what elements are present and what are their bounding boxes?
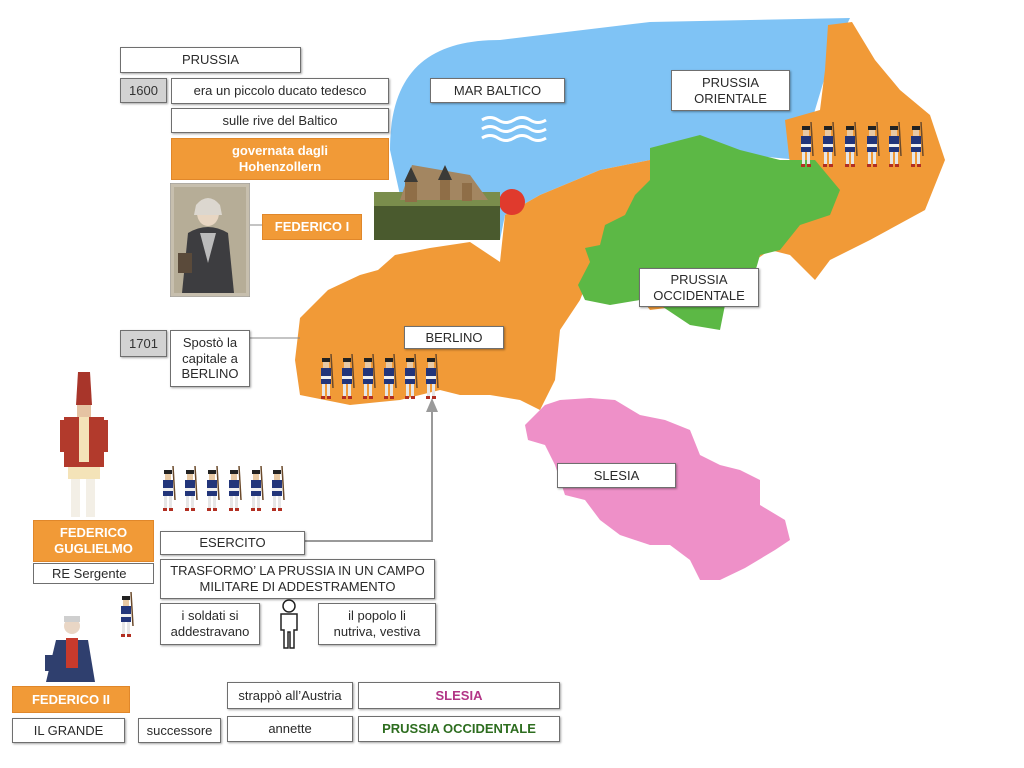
popolo-text: il popolo li nutriva, vestiva	[333, 608, 421, 639]
successore-box: successore	[138, 718, 221, 743]
soldier-row-image	[320, 353, 439, 400]
federico-ii-label: FEDERICO II	[31, 691, 110, 707]
governata-box: governata dagli Hohenzollern	[171, 138, 389, 180]
strappo-box: strappò all’Austria	[227, 682, 353, 709]
soldati-box: i soldati si addestravano	[160, 603, 260, 645]
arrow-icon	[305, 410, 433, 542]
slesia-label: SLESIA	[593, 467, 640, 483]
slesia-value-box: SLESIA	[358, 682, 560, 709]
soldier-row-image	[800, 121, 924, 168]
prussia-occidentale-label: PRUSSIA OCCIDENTALE	[653, 271, 745, 303]
federico-ii-image	[45, 616, 95, 682]
rive-baltico-text: sulle rive del Baltico	[222, 112, 338, 128]
waves-icon	[481, 116, 547, 142]
re-sergente-box: RE Sergente	[33, 563, 154, 584]
prussia-region	[295, 22, 945, 410]
successore-label: successore	[146, 722, 213, 738]
esercito-label: ESERCITO	[199, 535, 266, 551]
berlino-label: BERLINO	[425, 329, 483, 345]
sposto-box: Spostò la capitale a BERLINO	[170, 330, 250, 387]
federico-i-box: FEDERICO I	[262, 214, 362, 240]
grenadier-image	[60, 372, 108, 517]
berlino-label-box: BERLINO	[404, 326, 504, 349]
annette-box: annette	[227, 716, 353, 742]
popolo-box: il popolo li nutriva, vestiva	[318, 603, 436, 645]
person-icon	[280, 599, 298, 649]
mar-baltico-label: MAR BALTICO	[453, 82, 542, 98]
annette-text: annette	[268, 721, 312, 737]
prussia-orientale-label-box: PRUSSIA ORIENTALE	[671, 70, 790, 111]
year-1600: 1600	[129, 82, 158, 98]
slesia-label-box: SLESIA	[557, 463, 676, 488]
esercito-box: ESERCITO	[160, 531, 305, 555]
portrait-image	[170, 183, 250, 297]
prussia-occidentale-value-box: PRUSSIA OCCIDENTALE	[358, 716, 560, 742]
federico-ii-box: FEDERICO II	[12, 686, 130, 713]
silesia-region	[525, 398, 790, 580]
federico-i-label: FEDERICO I	[274, 219, 350, 235]
year-1600-box: 1600	[120, 78, 167, 103]
re-sergente-label: RE Sergente	[52, 565, 127, 581]
prussia-orientale-label: PRUSSIA ORIENTALE	[694, 74, 767, 106]
soldati-text: i soldati si addestravano	[170, 608, 250, 639]
prussia-title-box: PRUSSIA	[120, 47, 301, 73]
federico-guglielmo-label: FEDERICO GUGLIELMO	[54, 525, 133, 556]
trasformo-text: TRASFORMO’ LA PRUSSIA IN UN CAMPO MILITA…	[170, 563, 425, 594]
hohenzollern-marker	[499, 189, 525, 215]
year-1701: 1701	[129, 335, 158, 351]
sposto-text: Spostò la capitale a BERLINO	[181, 335, 239, 382]
soldier-image	[120, 591, 134, 638]
prussia-occidentale-label-box: PRUSSIA OCCIDENTALE	[639, 268, 759, 307]
prussia-title: PRUSSIA	[181, 52, 240, 68]
prussia-occidentale-value: PRUSSIA OCCIDENTALE	[382, 721, 536, 737]
trasformo-box: TRASFORMO’ LA PRUSSIA IN UN CAMPO MILITA…	[160, 559, 435, 599]
federico-guglielmo-box: FEDERICO GUGLIELMO	[33, 520, 154, 562]
mar-baltico-label-box: MAR BALTICO	[430, 78, 565, 103]
slesia-value: SLESIA	[435, 687, 483, 703]
strappo-text: strappò all’Austria	[238, 687, 342, 703]
il-grande-box: IL GRANDE	[12, 718, 125, 743]
soldier-row-image	[162, 465, 285, 512]
castle-image	[374, 165, 500, 240]
ducato-text: era un piccolo ducato tedesco	[193, 83, 367, 99]
governata-text: governata dagli Hohenzollern	[231, 143, 329, 174]
year-1701-box: 1701	[120, 330, 167, 357]
rive-baltico-box: sulle rive del Baltico	[171, 108, 389, 133]
ducato-box: era un piccolo ducato tedesco	[171, 78, 389, 104]
il-grande-label: IL GRANDE	[33, 722, 104, 738]
arrow-head-icon	[426, 398, 438, 412]
